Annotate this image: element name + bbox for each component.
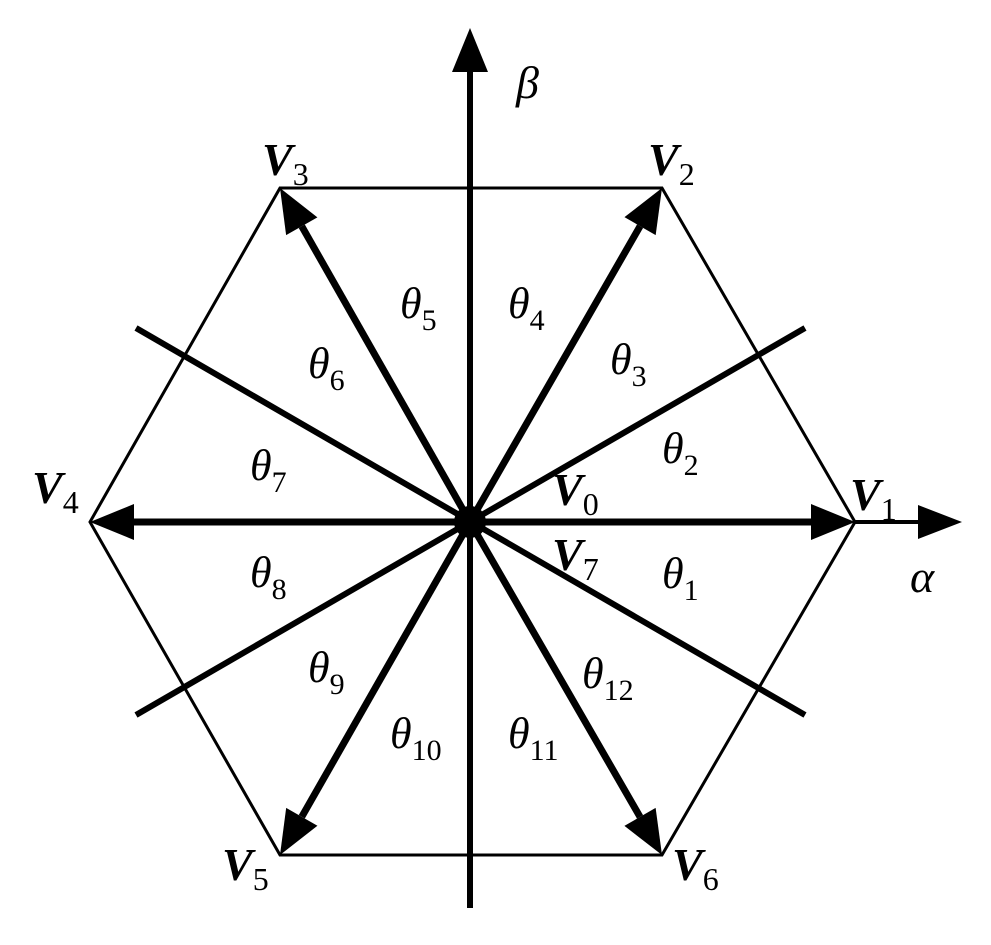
sector-label-theta12: θ12 — [582, 649, 634, 707]
sector-label-theta8: θ8 — [250, 548, 287, 606]
vector-v4-arrowhead — [90, 504, 134, 540]
vector-arrows — [90, 188, 855, 855]
beta-axis-label: β — [515, 57, 539, 108]
vector-label-v4: V4 — [32, 462, 79, 520]
sector-label-theta3: θ3 — [610, 335, 647, 393]
vector-label-v6: V6 — [672, 839, 719, 897]
sector-label-theta11: θ11 — [508, 709, 559, 767]
vector-v2-shaft — [466, 224, 644, 524]
sector-label-theta2: θ2 — [662, 424, 699, 482]
sector-label-theta9: θ9 — [308, 643, 345, 701]
vector-v3-arrowhead — [280, 188, 318, 236]
vector-v6-arrowhead — [624, 807, 662, 855]
beta-axis-arrowhead — [452, 28, 488, 72]
alpha-axis-label: α — [910, 551, 935, 602]
vector-label-v3: V3 — [262, 134, 309, 192]
sector-label-theta6: θ6 — [308, 339, 345, 397]
vector-v2-arrowhead — [624, 188, 662, 236]
vector-label-v2: V2 — [648, 134, 695, 192]
zero-vector-label-v7: V7 — [552, 529, 599, 587]
vector-v5-shaft — [298, 520, 474, 819]
sector-label-theta7: θ7 — [250, 441, 287, 499]
sector-label-theta1: θ1 — [662, 549, 699, 607]
vector-v5-arrowhead — [280, 807, 318, 855]
vector-v1-arrowhead — [811, 504, 855, 540]
sector-label-theta10: θ10 — [390, 709, 442, 767]
zero-vector-label-v0: V0 — [552, 464, 599, 522]
vector-v6-shaft — [466, 520, 644, 819]
vector-v3-shaft — [298, 224, 474, 524]
origin-point — [454, 506, 486, 538]
sector-label-theta5: θ5 — [400, 279, 437, 337]
sector-label-theta4: θ4 — [508, 279, 545, 337]
vector-label-v1: V1 — [850, 469, 897, 527]
alpha-axis-arrowhead — [918, 505, 962, 539]
vector-label-v5: V5 — [222, 839, 269, 897]
